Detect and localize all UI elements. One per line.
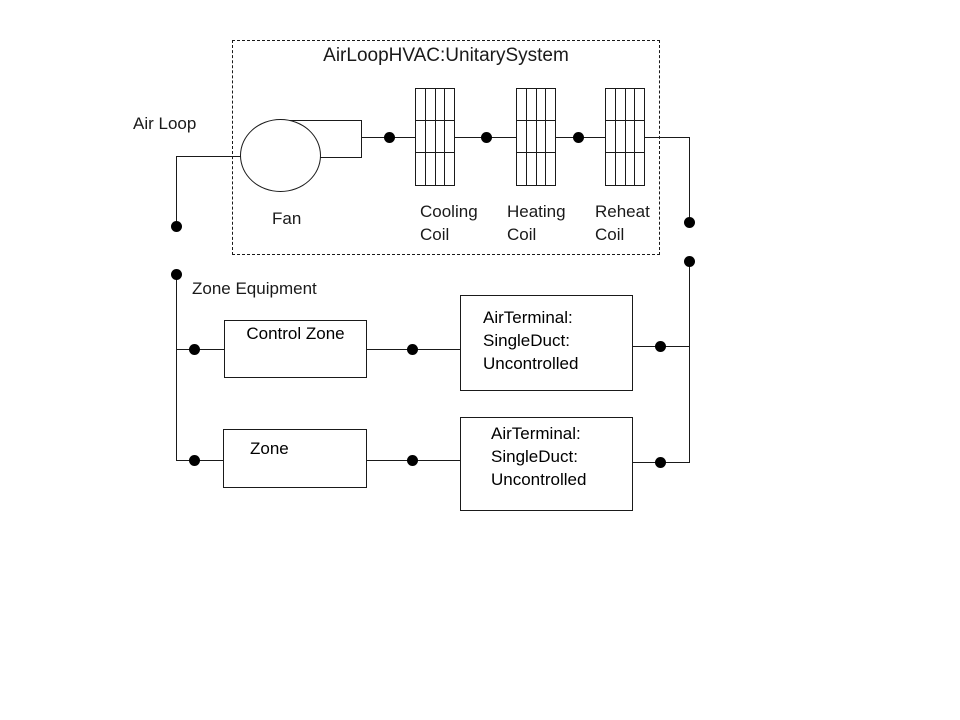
connector-right-riser-bottom: [689, 261, 690, 463]
coil-grid-line: [536, 89, 537, 185]
node-fan-outlet: [384, 132, 395, 143]
heating-coil-symbol: [516, 88, 556, 186]
reheat-coil-label: Reheat Coil: [595, 202, 650, 244]
coil-grid-line: [606, 120, 644, 121]
coil-grid-line: [444, 89, 445, 185]
coil-grid-line: [625, 89, 626, 185]
control-zone-label: Control Zone: [246, 324, 345, 343]
connector-left-riser-bottom: [176, 274, 177, 461]
coil-grid-line: [416, 152, 454, 153]
coil-grid-line: [416, 120, 454, 121]
node-right-riser-upper: [684, 217, 695, 228]
coil-grid-line: [606, 152, 644, 153]
heating-coil-label: Heating Coil: [507, 202, 566, 244]
unitary-system-title: AirLoopHVAC:UnitarySystem: [323, 45, 569, 66]
node-zone-inlet: [189, 455, 200, 466]
node-left-riser-upper: [171, 221, 182, 232]
node-zone-outlet: [407, 455, 418, 466]
cooling-coil-label: Cooling Coil: [420, 202, 478, 244]
air-terminal-2-label: AirTerminal: SingleDuct: Uncontrolled: [491, 424, 587, 489]
zone-label: Zone: [250, 439, 289, 458]
air-terminal-1-label: AirTerminal: SingleDuct: Uncontrolled: [483, 308, 579, 373]
coil-grid-line: [526, 89, 527, 185]
node-controlzone-inlet: [189, 344, 200, 355]
node-terminal1-outlet: [655, 341, 666, 352]
air-terminal-2-box: AirTerminal: SingleDuct: Uncontrolled: [460, 417, 633, 511]
node-left-riser-lower: [171, 269, 182, 280]
air-terminal-1-box: AirTerminal: SingleDuct: Uncontrolled: [460, 295, 633, 391]
connector-controlzone-inlet: [176, 349, 224, 350]
connector-right-riser-top: [689, 137, 690, 223]
coil-grid-line: [615, 89, 616, 185]
connector-airloop-inlet: [176, 156, 241, 157]
node-cooling-outlet: [481, 132, 492, 143]
coil-grid-line: [545, 89, 546, 185]
connector-left-riser-top: [176, 156, 177, 227]
air-loop-label: Air Loop: [133, 114, 197, 133]
coil-grid-line: [435, 89, 436, 185]
control-zone-box: Control Zone: [224, 320, 367, 378]
node-controlzone-outlet: [407, 344, 418, 355]
unitary-system-dashed-box: [232, 40, 660, 255]
node-right-riser-lower: [684, 256, 695, 267]
coil-grid-line: [634, 89, 635, 185]
node-terminal2-outlet: [655, 457, 666, 468]
reheat-coil-symbol: [605, 88, 645, 186]
coil-grid-line: [517, 120, 555, 121]
zone-equipment-label: Zone Equipment: [192, 279, 317, 298]
fan-circle-shape: [240, 119, 321, 192]
cooling-coil-symbol: [415, 88, 455, 186]
coil-grid-line: [517, 152, 555, 153]
fan-label: Fan: [272, 209, 302, 228]
node-heating-outlet: [573, 132, 584, 143]
zone-box: Zone: [223, 429, 367, 488]
connector-reheat-outlet: [645, 137, 690, 138]
coil-grid-line: [425, 89, 426, 185]
